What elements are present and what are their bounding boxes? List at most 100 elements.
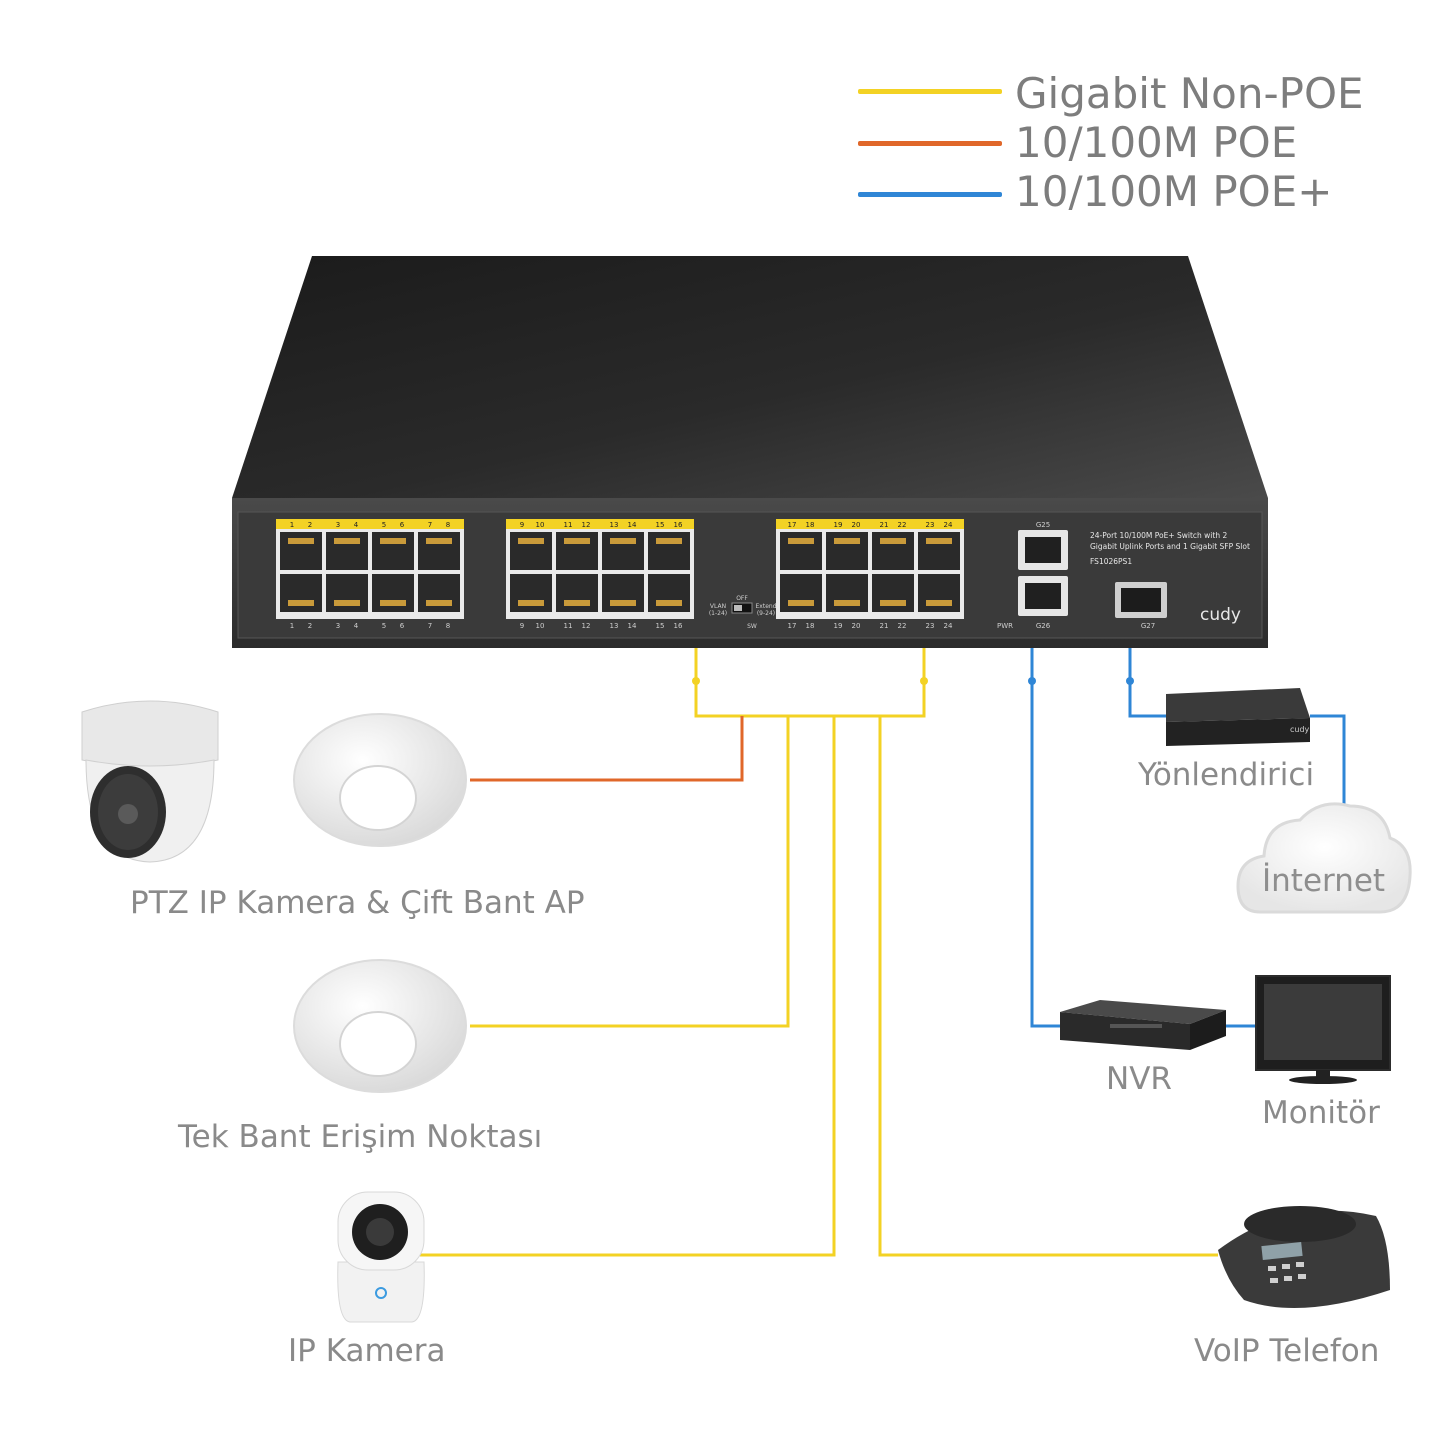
uplink-ports: G25 G26 PWR (997, 521, 1068, 630)
port-number-top: 5 (382, 521, 386, 529)
port-number-top: 22 (898, 521, 907, 529)
ethernet-port (280, 532, 322, 570)
port-contacts (334, 538, 360, 544)
port-number-bottom: 15 (656, 622, 665, 630)
port-number-top: 8 (446, 521, 450, 529)
port-contacts (334, 600, 360, 606)
port-number-top: 14 (628, 521, 637, 529)
legend-label-poe: 10/100M POE (1015, 118, 1298, 167)
label-router: Yönlendirici (1138, 757, 1315, 793)
port-number-bottom: 6 (400, 622, 405, 630)
port-number-top: 15 (656, 521, 665, 529)
port-number-top: 19 (834, 521, 843, 529)
ethernet-port (372, 532, 414, 570)
port-number-top: 9 (520, 521, 524, 529)
port-number-bottom: 19 (834, 622, 843, 630)
port-number-top: 4 (354, 521, 359, 529)
ethernet-port (872, 574, 914, 612)
port-contacts (788, 538, 814, 544)
switch-model: FS1026PS1 (1090, 557, 1132, 566)
port-number-top: 13 (610, 521, 619, 529)
ethernet-port (602, 574, 644, 612)
ethernet-port (418, 574, 460, 612)
sfp-port: G27 (1115, 582, 1167, 630)
uplink-label-g25: G25 (1036, 521, 1050, 529)
port-group-label-bar (276, 519, 464, 529)
port-number-bottom: 4 (354, 622, 359, 630)
port-number-bottom: 23 (926, 622, 935, 630)
label-single-band-ap: Tek Bant Erişim Noktası (178, 1119, 543, 1155)
port-number-bottom: 17 (788, 622, 797, 630)
ethernet-port (780, 574, 822, 612)
port-number-top: 10 (536, 521, 545, 529)
port-number-top: 20 (852, 521, 861, 529)
port-number-bottom: 22 (898, 622, 907, 630)
port-contacts (518, 600, 544, 606)
ethernet-port (648, 532, 690, 570)
ethernet-port (510, 532, 552, 570)
ptz-camera-icon (81, 700, 219, 863)
port-contacts (880, 600, 906, 606)
port-contacts (380, 600, 406, 606)
sfp-label-g27: G27 (1141, 622, 1155, 630)
port-number-bottom: 10 (536, 622, 545, 630)
ethernet-port (918, 532, 960, 570)
port-contacts (518, 538, 544, 544)
port-number-top: 12 (582, 521, 591, 529)
port-number-bottom: 18 (806, 622, 815, 630)
port-contacts (926, 538, 952, 544)
ethernet-port (918, 574, 960, 612)
ethernet-port (418, 532, 460, 570)
port-number-bottom: 5 (382, 622, 386, 630)
port-number-bottom: 16 (674, 622, 683, 630)
ethernet-port (648, 574, 690, 612)
legend-label-gigabit: Gigabit Non-POE (1015, 69, 1364, 118)
svg-text:OFF: OFF (736, 595, 748, 602)
port-contacts (656, 600, 682, 606)
port-number-bottom: 9 (520, 622, 524, 630)
pwr-label: PWR (997, 622, 1013, 630)
port-contacts (610, 538, 636, 544)
port-contacts (288, 600, 314, 606)
nvr-icon (1060, 1000, 1226, 1050)
port-number-top: 2 (308, 521, 312, 529)
ethernet-port (602, 532, 644, 570)
port-number-bottom: 14 (628, 622, 637, 630)
port-contacts (288, 538, 314, 544)
switch-brand-logo: cudy (1200, 605, 1241, 625)
ethernet-port (826, 532, 868, 570)
port-number-top: 16 (674, 521, 683, 529)
svg-text:(1-24): (1-24) (709, 610, 727, 617)
port-number-bottom: 13 (610, 622, 619, 630)
legend-label-poe-plus: 10/100M POE+ (1015, 167, 1333, 216)
cable-poe (470, 716, 744, 782)
ethernet-port (556, 574, 598, 612)
port-contacts (426, 538, 452, 544)
label-voip-phone: VoIP Telefon (1194, 1333, 1380, 1369)
port-contacts (834, 538, 860, 544)
switch-description-line1: 24-Port 10/100M PoE+ Switch with 2 (1090, 531, 1227, 540)
router-icon: cudy (1166, 688, 1310, 746)
ip-camera-icon (337, 1191, 425, 1323)
cables-poe-plus (1030, 648, 1346, 1028)
port-number-top: 21 (880, 521, 889, 529)
ethernet-port (326, 574, 368, 612)
port-contacts (926, 600, 952, 606)
port-contacts (834, 600, 860, 606)
cables-gigabit (420, 648, 1218, 1257)
port-contacts (380, 538, 406, 544)
internet-cloud-icon (1236, 802, 1412, 914)
svg-text:cudy: cudy (1290, 725, 1310, 734)
ethernet-port (510, 574, 552, 612)
monitor-icon (1255, 975, 1391, 1084)
port-number-top: 17 (788, 521, 797, 529)
uplink-label-g26: G26 (1036, 622, 1051, 630)
port-number-bottom: 3 (336, 622, 340, 630)
svg-text:VLAN: VLAN (710, 603, 726, 610)
port-number-bottom: 21 (880, 622, 889, 630)
ethernet-port (280, 574, 322, 612)
port-number-bottom: 7 (428, 622, 432, 630)
svg-text:SW: SW (747, 623, 757, 630)
